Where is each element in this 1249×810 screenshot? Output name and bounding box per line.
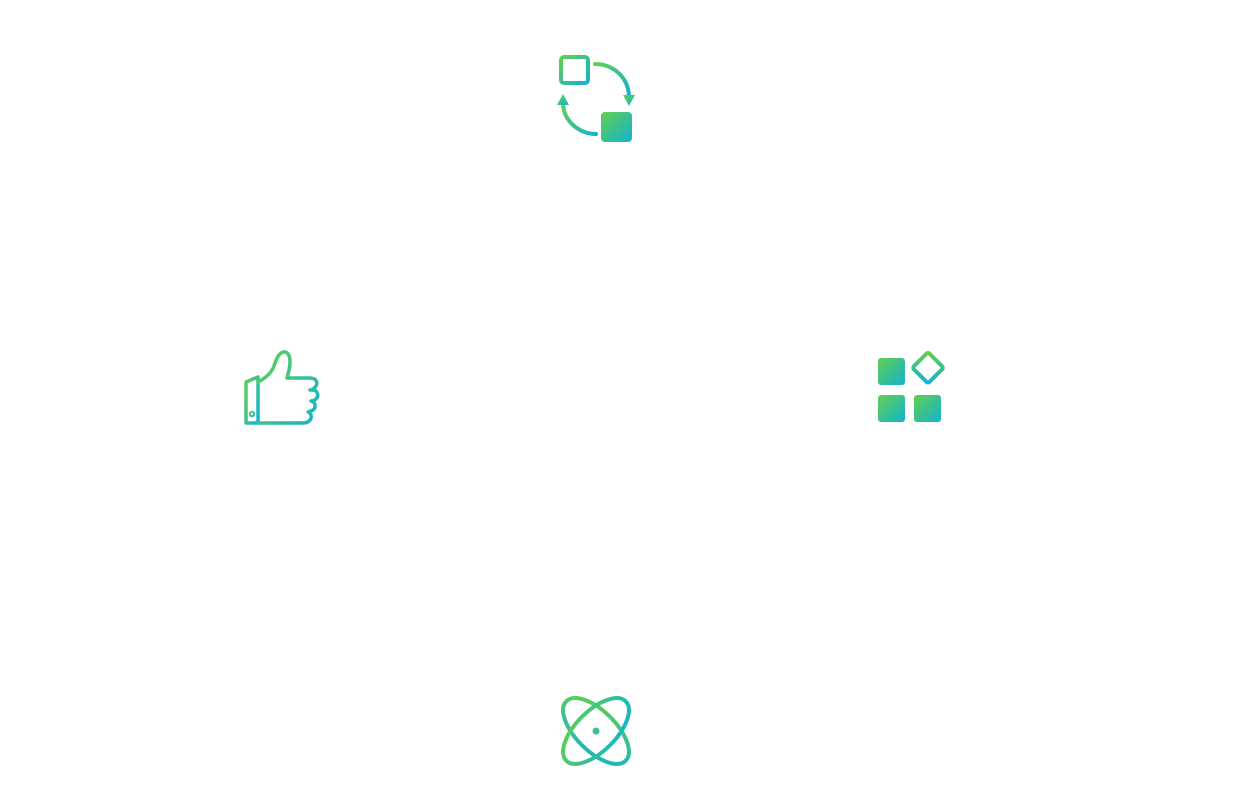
bottom-arc — [561, 102, 598, 136]
swap-icon — [557, 55, 635, 142]
tile-diamond — [911, 351, 945, 385]
tile-bottom-left — [878, 395, 905, 422]
tile-top-left — [878, 358, 905, 385]
orbit-2 — [561, 696, 631, 766]
atom-icon — [561, 696, 631, 766]
orbit-1 — [561, 696, 631, 766]
thumbs-up-icon — [244, 350, 320, 425]
nucleus — [592, 727, 600, 735]
bottom-arrowhead — [557, 94, 569, 105]
apps-icon — [878, 351, 945, 422]
top-arrowhead — [623, 95, 635, 106]
tile-bottom-right — [914, 395, 941, 422]
top-arc — [593, 62, 631, 98]
outlined-square — [559, 55, 590, 85]
filled-square — [601, 112, 632, 142]
cuff-button — [248, 410, 256, 418]
